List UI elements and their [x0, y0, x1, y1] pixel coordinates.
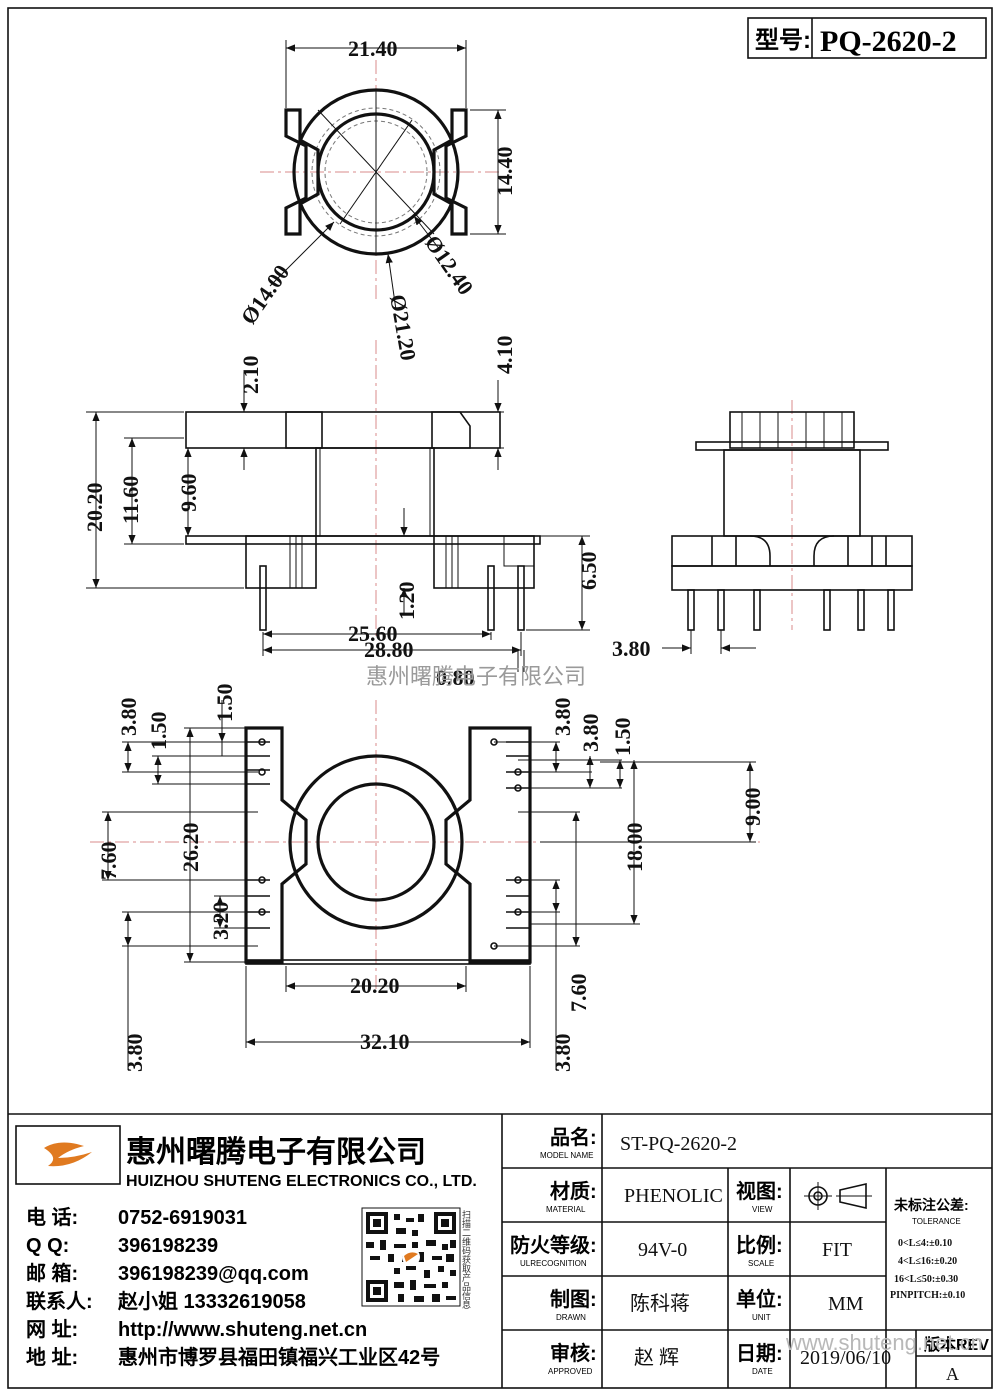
- side-view: 20.20 11.60 9.60 2.10 4.10 6.50 1.20 25.…: [82, 336, 601, 691]
- dim-side-width-b: 28.80: [364, 637, 414, 662]
- contact-value-address: 惠州市博罗县福田镇福兴工业区42号: [118, 1345, 440, 1369]
- company-name-cn: 惠州曙腾电子有限公司: [126, 1136, 426, 1169]
- label-drawn-cn: 制图:: [550, 1288, 597, 1311]
- value-model-name: ST-PQ-2620-2: [620, 1133, 737, 1155]
- dim-end-pin-pitch: 3.80: [612, 636, 651, 661]
- label-model-name-en: MODEL NAME: [540, 1151, 594, 1160]
- dim-dia-core: Ø12.40: [420, 231, 479, 300]
- dim-bot-left-760: 7.60: [96, 842, 121, 881]
- contact-value-person: 赵小姐 13332619058: [117, 1289, 306, 1313]
- dim-bot-left-150b: 1.50: [212, 684, 237, 723]
- end-view: 3.80: [612, 400, 913, 661]
- top-view: 21.40 14.40 Ø14.00 Ø12.40 Ø21.20: [236, 36, 517, 362]
- company-logo-frame: [15, 1125, 121, 1185]
- value-ul: 94V-0: [638, 1239, 687, 1261]
- label-drawn-en: DRAWN: [556, 1313, 586, 1322]
- label-tolerance-cn: 未标注公差:: [894, 1197, 969, 1213]
- sheet-border: [7, 7, 993, 1389]
- label-unit-cn: 单位:: [736, 1287, 783, 1311]
- dim-bot-right-150: 1.50: [610, 718, 635, 757]
- label-scale-en: SCALE: [748, 1259, 774, 1268]
- dim-bot-right-380c: 3.80: [550, 1034, 575, 1073]
- label-approved-cn: 审核:: [550, 1341, 597, 1365]
- label-ul-cn: 防火等级:: [510, 1233, 597, 1257]
- dim-side-standoff: 1.20: [394, 582, 419, 621]
- dim-side-window-h: 9.60: [176, 474, 201, 513]
- watermark-text: 惠州曙腾电子有限公司: [366, 664, 586, 689]
- value-drawn: 陈科蒋: [630, 1292, 690, 1315]
- label-material-cn: 材质:: [550, 1180, 597, 1203]
- value-rev: A: [946, 1364, 959, 1384]
- value-approved: 赵 辉: [634, 1346, 679, 1369]
- label-material-en: MATERIAL: [546, 1205, 586, 1214]
- contact-label-qq: Q Q:: [26, 1235, 69, 1257]
- label-ul-en: ULRECOGNITION: [520, 1259, 587, 1268]
- dim-bot-right-900: 9.00: [740, 788, 765, 827]
- dim-bot-width-3210: 32.10: [360, 1029, 410, 1054]
- dim-side-pin-len: 6.50: [576, 552, 601, 591]
- contact-label-email: 邮 箱:: [26, 1261, 78, 1285]
- contact-list: 电 话: 0752-6919031 Q Q: 396198239 邮 箱: 39…: [26, 1206, 440, 1369]
- dim-top-height: 14.40: [492, 147, 517, 197]
- tolerance-3: PINPITCH:±0.10: [890, 1290, 965, 1301]
- label-scale-cn: 比例:: [736, 1233, 783, 1257]
- dim-bot-left-380a: 3.80: [116, 698, 141, 737]
- dim-top-width: 21.40: [348, 36, 398, 61]
- contact-value-email: 396198239@qq.com: [118, 1263, 309, 1285]
- site-watermark: www.shuteng.net.cn: [785, 1330, 983, 1355]
- title-block: 惠州曙腾电子有限公司 HUIZHOU SHUTENG ELECTRONICS C…: [8, 1113, 992, 1388]
- tolerance-1: 4<L≤16:±0.20: [898, 1256, 957, 1267]
- value-scale: FIT: [822, 1239, 852, 1261]
- value-material: PHENOLIC: [624, 1185, 723, 1207]
- dim-bot-left-150a: 1.50: [146, 712, 171, 751]
- dim-side-flange-right: 4.10: [492, 336, 517, 375]
- dim-bot-right-380a: 3.80: [550, 698, 575, 737]
- dim-bot-right-380b: 3.80: [578, 714, 603, 753]
- qr-code: [361, 1207, 461, 1307]
- bottom-view: 3.80 1.50 1.50 7.60 26.20 3.20 3.80 3.80…: [90, 684, 765, 1073]
- dim-bot-right-1800: 18.00: [622, 823, 647, 873]
- dim-side-width-a: 25.60: [348, 621, 398, 646]
- dim-bot-right-760: 7.60: [566, 974, 591, 1013]
- label-model-name-cn: 品名:: [550, 1125, 597, 1149]
- label-view-cn: 视图:: [736, 1180, 783, 1203]
- label-tolerance-en: TOLERANCE: [912, 1217, 961, 1226]
- projection-symbol-icon: [804, 1182, 872, 1210]
- label-rev: 版本REV: [923, 1335, 989, 1354]
- label-unit-en: UNIT: [752, 1313, 771, 1322]
- contact-label-website: 网 址:: [26, 1318, 78, 1341]
- label-view-en: VIEW: [752, 1205, 773, 1214]
- contact-label-phone: 电 话:: [26, 1206, 78, 1229]
- qr-caption: 扫描二维码获取产品信息: [461, 1209, 471, 1309]
- contact-label-address: 地 址:: [26, 1346, 78, 1369]
- tolerance-0: 0<L≤4:±0.10: [898, 1238, 952, 1249]
- dim-bot-left-380b: 3.80: [122, 1034, 147, 1073]
- contact-value-website: http://www.shuteng.net.cn: [118, 1319, 367, 1341]
- label-date-cn: 日期:: [736, 1342, 783, 1365]
- dim-bot-left-320: 3.20: [208, 902, 233, 941]
- dim-dia-inner: Ø14.00: [236, 260, 295, 329]
- dim-dia-outer: Ø21.20: [385, 293, 421, 363]
- label-approved-en: APPROVED: [548, 1367, 593, 1376]
- model-label: 型号:: [755, 27, 811, 54]
- header-model-box: 型号: PQ-2620-2: [747, 17, 987, 59]
- dim-bot-width-2020: 20.20: [350, 973, 400, 998]
- dim-side-flange-top: 2.10: [238, 356, 263, 395]
- contact-value-phone: 0752-6919031: [118, 1207, 247, 1229]
- model-value: PQ-2620-2: [820, 25, 957, 58]
- dim-pin-dia: 0.80: [436, 665, 475, 690]
- value-unit: MM: [828, 1293, 864, 1315]
- tolerance-2: 16<L≤50:±0.30: [894, 1274, 958, 1285]
- value-date: 2019/06/10: [800, 1347, 891, 1369]
- dim-side-total-h: 20.20: [82, 483, 107, 533]
- company-name-en: HUIZHOU SHUTENG ELECTRONICS CO., LTD.: [126, 1173, 477, 1190]
- label-date-en: DATE: [752, 1367, 773, 1376]
- dim-bot-left-2620: 26.20: [178, 823, 203, 873]
- dim-side-body-h: 11.60: [118, 476, 143, 524]
- contact-label-person: 联系人:: [26, 1290, 93, 1313]
- company-logo-icon: [44, 1142, 92, 1167]
- contact-value-qq: 396198239: [118, 1235, 218, 1257]
